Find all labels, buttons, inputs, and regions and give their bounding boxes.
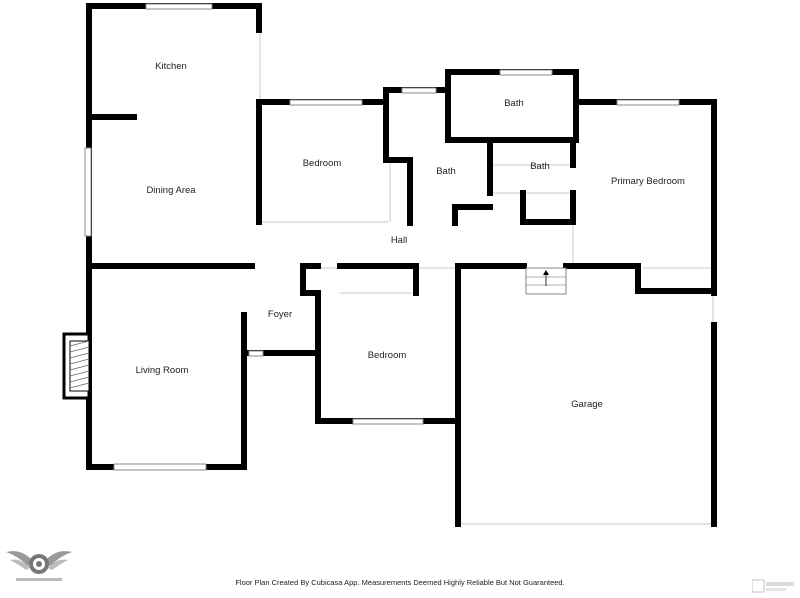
windows: [84, 3, 680, 471]
disclaimer-note: Floor Plan Created By Cubicasa App. Meas…: [235, 578, 565, 587]
room-label-hall: Hall: [391, 235, 407, 246]
room-label-bedroom-upper: Bedroom: [303, 158, 342, 169]
room-labels: Kitchen Dining Area Bedroom Bath Bath Ba…: [136, 61, 685, 410]
room-label-bedroom-lower: Bedroom: [368, 350, 407, 361]
focused-aerial-logo-icon: [6, 551, 72, 581]
garage-entry-steps: [525, 267, 567, 295]
room-label-kitchen: Kitchen: [155, 61, 187, 72]
up-arrow-icon: [543, 270, 549, 275]
room-label-garage: Garage: [571, 399, 603, 410]
room-label-bath-center: Bath: [436, 166, 456, 177]
walls: [86, 3, 717, 527]
room-label-dining-area: Dining Area: [146, 185, 196, 196]
fireplace: [62, 332, 91, 400]
room-label-bath-top: Bath: [504, 98, 524, 109]
bareis-mls-watermark-icon: [751, 578, 796, 596]
room-label-living-room: Living Room: [136, 365, 189, 376]
room-label-bath-small: Bath: [530, 161, 550, 172]
room-label-primary-bedroom: Primary Bedroom: [611, 176, 685, 187]
room-label-foyer: Foyer: [268, 309, 292, 320]
